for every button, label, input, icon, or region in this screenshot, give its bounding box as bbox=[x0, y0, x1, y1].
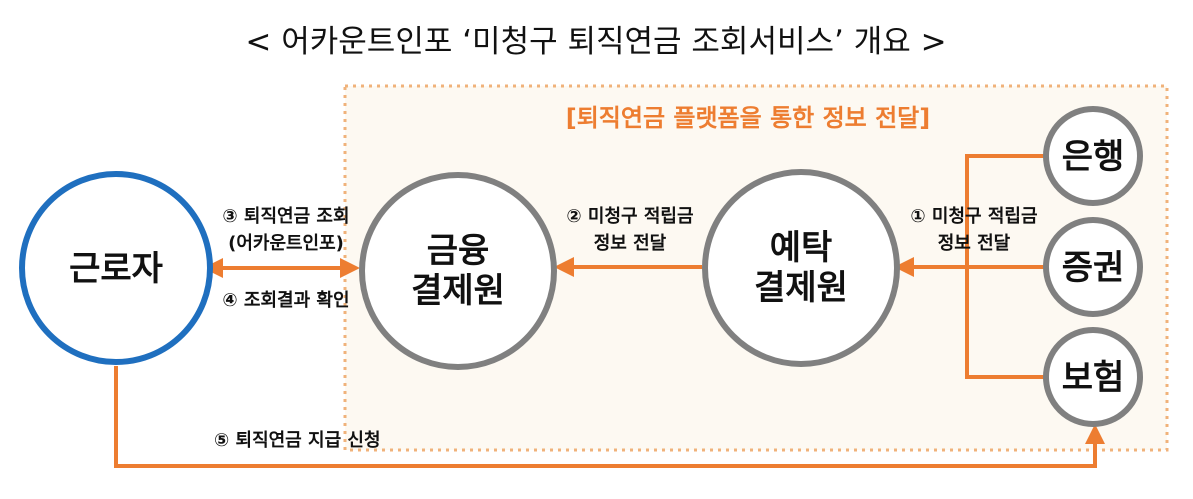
step2-label-line1: ② 미청구 적립금 bbox=[566, 206, 693, 227]
step4-label: ④ 조회결과 확인 bbox=[222, 290, 349, 311]
bank-label: 은행 bbox=[1062, 137, 1125, 177]
step1-label-line1: ① 미청구 적립금 bbox=[910, 206, 1037, 227]
securities-label: 증권 bbox=[1062, 248, 1125, 288]
depository-label-line2: 결제원 bbox=[754, 268, 848, 308]
securities-node bbox=[1043, 217, 1143, 317]
insurance-label: 보험 bbox=[1062, 358, 1125, 398]
fintech-node bbox=[359, 172, 557, 370]
bank-node bbox=[1043, 106, 1143, 206]
step1-label-line2: 정보 전달 bbox=[938, 233, 1011, 254]
step2-label-line2: 정보 전달 bbox=[594, 233, 667, 254]
platform-label: [퇴직연금 플랫폼을 통한 정보 전달] bbox=[566, 104, 930, 132]
insurance-node bbox=[1043, 327, 1143, 427]
depository-label-line1: 예탁 bbox=[770, 228, 833, 268]
step5-label: ⑤ 퇴직연금 지급 신청 bbox=[214, 430, 381, 451]
fintech-label-line2: 결제원 bbox=[411, 271, 505, 311]
step3-label-line1: ③ 퇴직연금 조회 bbox=[222, 206, 349, 227]
fintech-label-line1: 금융 bbox=[427, 231, 490, 271]
arrow-payment-request bbox=[114, 366, 1105, 468]
step3-label-line2: (어카운트인포) bbox=[228, 233, 344, 254]
depository-node bbox=[702, 169, 900, 367]
page-title: < 어카운트인포 ‘미청구 퇴직연금 조회서비스’ 개요 > bbox=[245, 24, 946, 60]
worker-label: 근로자 bbox=[69, 249, 163, 289]
worker-node bbox=[19, 171, 213, 365]
